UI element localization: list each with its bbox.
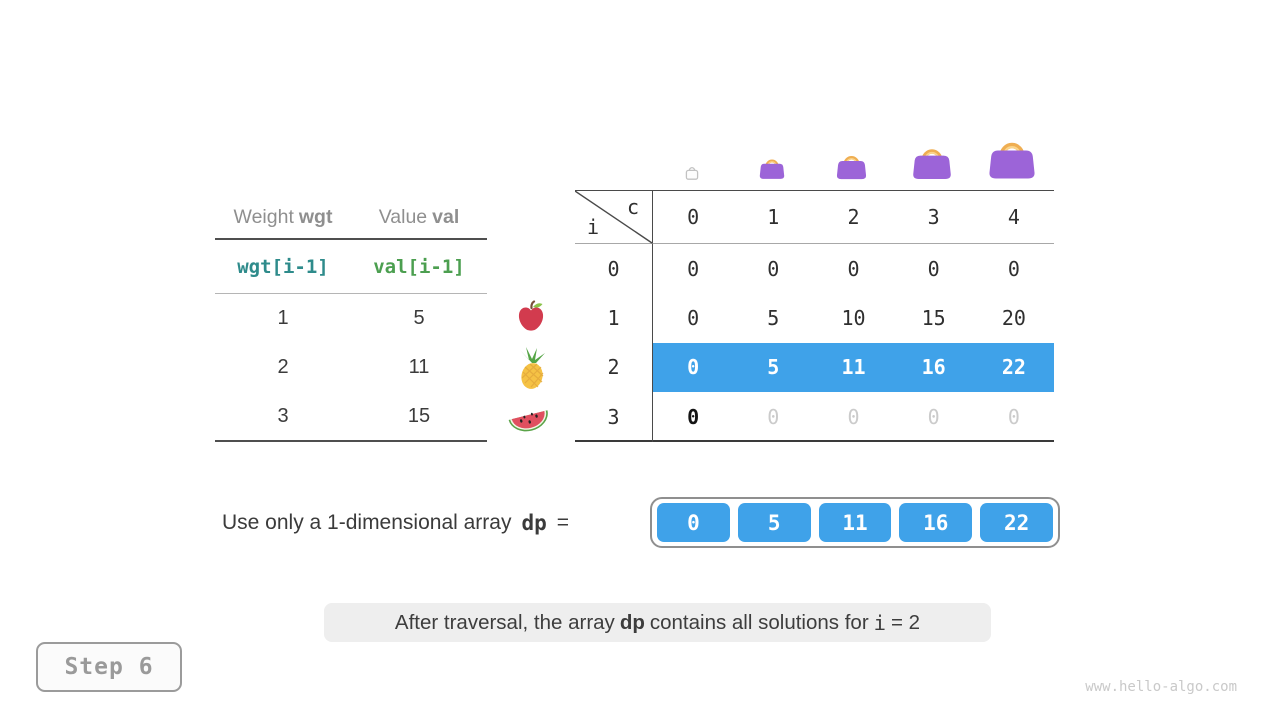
items-table-header: Weight wgt Value val: [215, 196, 487, 240]
weight-cell: 1: [277, 307, 289, 330]
dp-cell-highlighted: 16: [893, 342, 974, 393]
equals-sign: =: [556, 510, 570, 534]
dp-array-cell: 11: [818, 503, 892, 542]
dp-cell: 0: [767, 256, 780, 281]
dp-cell-pending: 0: [927, 404, 940, 429]
watermelon-icon: [508, 402, 550, 443]
dp-row-label: 3: [575, 392, 653, 442]
dp-cell: 0: [687, 306, 700, 331]
table-row: 2 11: [215, 343, 487, 392]
value-header: Value val: [378, 205, 460, 228]
row-variable-label: i: [587, 215, 600, 239]
empty-bag-icon: [684, 163, 700, 186]
pineapple-icon: [514, 346, 548, 397]
dp-cell: 5: [767, 306, 780, 331]
apple-icon: [516, 300, 546, 337]
capacity-col-label: 0: [653, 191, 734, 244]
dp-cell: 15: [921, 306, 946, 331]
dp-cell-current: 0: [687, 404, 700, 429]
dp-cell-pending: 0: [767, 404, 780, 429]
handbag-icon: [988, 134, 1036, 186]
capacity-col-label: 2: [813, 191, 894, 244]
dp-cell-pending: 0: [1007, 404, 1020, 429]
dp-cell-highlighted: 11: [813, 342, 894, 393]
dp-array: 0 5 11 16 22: [650, 497, 1060, 548]
items-table-index-row: wgt[i-1] val[i-1]: [215, 240, 487, 294]
dp-cell: 0: [1007, 256, 1020, 281]
dp-cell: 0: [687, 256, 700, 281]
wgt-index-cell: wgt[i-1]: [237, 255, 329, 278]
table-row: 3 15: [215, 393, 487, 442]
dp-table-corner-cell: c i: [575, 191, 653, 244]
dp-array-cell: 22: [980, 503, 1053, 542]
handbag-icon: [759, 154, 785, 186]
val-index-cell: val[i-1]: [373, 255, 465, 278]
weight-header: Weight wgt: [233, 205, 333, 228]
weight-cell: 3: [277, 404, 289, 427]
dp-row-label: 0: [575, 244, 653, 294]
dp-variable: dp: [521, 510, 547, 535]
handbag-icon: [912, 142, 952, 186]
dp-variable: dp: [619, 610, 645, 634]
capacity-col-label: 1: [733, 191, 814, 244]
col-variable-label: c: [626, 195, 639, 219]
dp-equation-label: Use only a 1-dimensional array dp =: [222, 497, 569, 548]
items-table: Weight wgt Value val wgt[i-1] val[i-1] 1…: [215, 196, 487, 442]
dp-array-cell: 16: [899, 503, 973, 542]
dp-cell-highlighted: 5: [733, 342, 814, 393]
value-cell: 5: [413, 307, 425, 330]
table-row: 1 5: [215, 294, 487, 343]
dp-cell-pending: 0: [847, 404, 860, 429]
capacity-col-label: 3: [893, 191, 974, 244]
weight-cell: 2: [277, 356, 289, 379]
dp-table: c i 0 1 2 3 4 0 0 0 0 0 0 1 0 5 10 15 20…: [575, 190, 1054, 442]
equation-text: Use only a 1-dimensional array: [222, 510, 512, 534]
dp-row-label: 2: [575, 342, 653, 393]
dp-row-label: 1: [575, 293, 653, 343]
value-cell: 11: [408, 356, 430, 379]
value-cell: 15: [407, 404, 431, 427]
handbag-icon: [836, 150, 867, 186]
capacity-col-label: 4: [973, 191, 1054, 244]
watermark: www.hello-algo.com: [1085, 679, 1237, 695]
dp-cell-highlighted: 0: [653, 342, 734, 393]
dp-cell: 20: [1001, 306, 1026, 331]
dp-cell: 10: [841, 306, 866, 331]
i-variable: i: [873, 610, 886, 635]
dp-array-cell: 0: [657, 503, 730, 542]
step-badge: Step 6: [36, 642, 182, 692]
dp-cell: 0: [847, 256, 860, 281]
dp-cell: 0: [927, 256, 940, 281]
dp-array-cell: 5: [737, 503, 811, 542]
dp-cell-highlighted: 22: [973, 342, 1054, 393]
